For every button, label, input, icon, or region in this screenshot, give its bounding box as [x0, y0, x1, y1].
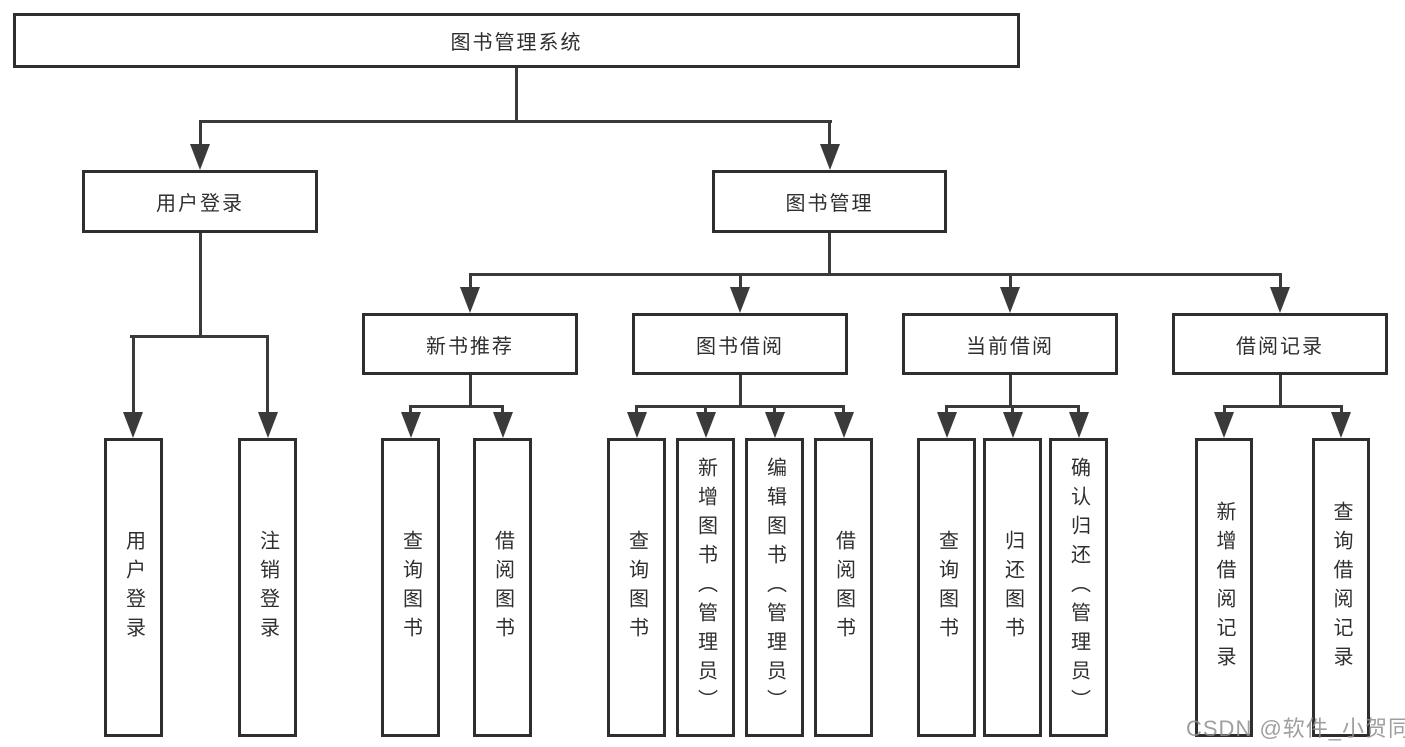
leaf-bb-query-books: 查询图书: [607, 438, 666, 737]
node-label: 新增图书（管理员）: [694, 457, 717, 718]
connector-line: [409, 405, 412, 414]
node-label: 确认归还（管理员）: [1067, 457, 1090, 718]
leaf-cb-return-books: 归还图书: [983, 438, 1042, 737]
arrow-down-icon: [460, 287, 480, 313]
connector-line: [468, 375, 472, 407]
connector-line: [704, 405, 707, 414]
leaf-cb-query-books: 查询图书: [917, 438, 976, 737]
leaf-br-add-record: 新增借阅记录: [1195, 438, 1253, 737]
node-book-management: 图书管理: [712, 170, 947, 233]
connector-line: [1222, 405, 1343, 408]
connector-line: [1278, 375, 1282, 407]
arrow-down-icon: [695, 412, 716, 438]
connector-line: [1222, 405, 1226, 414]
arrow-down-icon: [1068, 412, 1089, 438]
connector-line: [130, 335, 269, 338]
leaf-bb-add-book-admin: 新增图书（管理员）: [676, 438, 735, 737]
connector-line: [468, 273, 1282, 276]
connector-line: [198, 120, 202, 148]
connector-line: [198, 233, 202, 337]
leaf-br-query-record: 查询借阅记录: [1312, 438, 1370, 737]
connector-line: [1008, 375, 1012, 407]
connector-line: [1077, 405, 1080, 414]
node-label: 借阅图书: [491, 529, 514, 646]
node-user-login: 用户登录: [82, 170, 318, 233]
connector-line: [131, 335, 135, 414]
connector-line: [468, 273, 472, 289]
arrow-down-icon: [1331, 412, 1351, 438]
leaf-bb-edit-book-admin: 编辑图书（管理员）: [745, 438, 804, 737]
connector-line: [198, 120, 832, 123]
arrow-down-icon: [819, 144, 840, 170]
arrow-down-icon: [400, 412, 421, 438]
node-label: 借阅图书: [832, 529, 855, 646]
node-label: 新增借阅记录: [1213, 500, 1235, 675]
arrow-down-icon: [936, 412, 957, 438]
arrow-down-icon: [123, 412, 143, 438]
node-borrowing-records: 借阅记录: [1172, 313, 1388, 375]
connector-line: [842, 405, 845, 414]
connector-line: [738, 375, 742, 407]
node-label: 用户登录: [122, 529, 145, 646]
node-label: 查询借阅记录: [1330, 500, 1352, 675]
node-label: 当前借阅: [966, 335, 1054, 358]
connector-line: [635, 405, 638, 414]
leaf-bb-borrow-books: 借阅图书: [814, 438, 873, 737]
node-label: 查询图书: [399, 529, 422, 646]
connector-line: [515, 68, 518, 122]
arrow-down-icon: [1270, 287, 1290, 313]
node-label: 注销登录: [256, 529, 279, 646]
arrow-down-icon: [492, 412, 513, 438]
connector-line: [1339, 405, 1343, 414]
connector-line: [409, 405, 504, 408]
node-library-management-system: 图书管理系统: [13, 13, 1020, 68]
arrow-down-icon: [1000, 287, 1020, 313]
node-label: 借阅记录: [1236, 335, 1324, 358]
leaf-nb-query-books: 查询图书: [381, 438, 440, 737]
leaf-user-login: 用户登录: [104, 438, 163, 737]
connector-line: [1008, 273, 1012, 289]
connector-line: [828, 233, 831, 275]
connector-line: [1278, 273, 1282, 289]
connector-line: [1011, 405, 1014, 414]
node-label: 图书管理: [785, 193, 874, 215]
arrow-down-icon: [257, 412, 278, 438]
connector-line: [738, 273, 742, 289]
arrow-down-icon: [626, 412, 647, 438]
leaf-logout: 注销登录: [238, 438, 297, 737]
watermark: CSDN @软件_小贺同学: [1186, 716, 1405, 741]
node-label: 查询图书: [935, 529, 958, 646]
connector-line: [635, 405, 845, 408]
node-label: 归还图书: [1001, 529, 1024, 646]
node-label: 查询图书: [625, 529, 648, 646]
node-label: 用户登录: [156, 193, 244, 215]
leaf-cb-confirm-return-admin: 确认归还（管理员）: [1049, 438, 1108, 737]
arrow-down-icon: [1214, 412, 1234, 438]
arrow-down-icon: [764, 412, 785, 438]
connector-line: [501, 405, 504, 414]
connector-line: [773, 405, 776, 414]
node-book-borrowing: 图书借阅: [632, 313, 848, 375]
leaf-nb-borrow-books: 借阅图书: [473, 438, 532, 737]
node-label: 图书管理系统: [450, 32, 583, 54]
node-new-book-recommendation: 新书推荐: [362, 313, 578, 375]
connector-line: [828, 120, 831, 148]
node-label: 图书借阅: [696, 335, 784, 358]
arrow-down-icon: [190, 144, 210, 170]
connector-line: [266, 335, 269, 414]
connector-line: [945, 405, 948, 414]
node-label: 新书推荐: [426, 335, 514, 358]
arrow-down-icon: [833, 412, 854, 438]
arrow-down-icon: [1002, 412, 1023, 438]
node-label: 编辑图书（管理员）: [763, 457, 786, 718]
arrow-down-icon: [730, 287, 750, 313]
node-current-borrowing: 当前借阅: [902, 313, 1118, 375]
